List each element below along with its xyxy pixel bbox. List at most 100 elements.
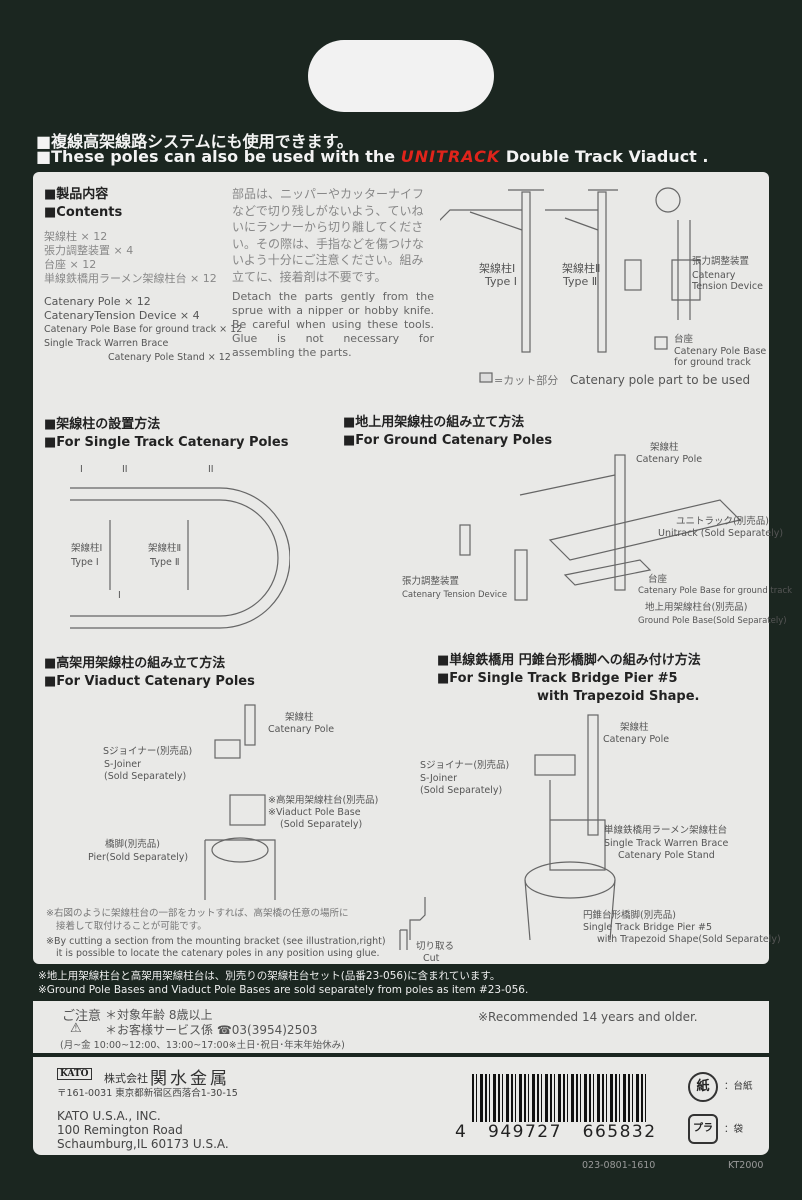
type2-label-en: Type Ⅱ: [150, 557, 180, 568]
us-address: Schaumburg,IL 60173 U.S.A.: [57, 1137, 229, 1151]
pier-label-en: with Trapezoid Shape(Sold Separately): [597, 934, 781, 945]
base-label-en: Catenary Pole Base for ground track: [638, 586, 793, 596]
cut-note-jp: ※右図のように架線柱台の一部をカットすれば、高架橋の任意の場所に: [46, 908, 349, 919]
instructions-en: Detach the parts gently from the sprue w…: [232, 290, 434, 359]
bridge-title-jp: ■単線鉄橋用 円錐台形橋脚への組み付け方法: [437, 653, 701, 668]
type2-label-en: Type Ⅱ: [563, 275, 598, 288]
pier-label-jp: 円錐台形橋脚(別売品): [583, 910, 676, 921]
model-code: KT2000: [728, 1160, 764, 1171]
cut-illustration: [399, 897, 426, 950]
item-jp: 単線鉄橋用ラーメン架線柱台 × 12: [44, 272, 217, 285]
paper-recycle-label: ：台紙: [724, 1081, 753, 1092]
base-label-jp: 台座: [648, 574, 668, 585]
contents-title-jp: ■製品内容: [44, 187, 109, 202]
pier-label-en: Pier(Sold Separately): [88, 852, 189, 863]
us-address: 100 Remington Road: [57, 1123, 183, 1137]
caution-panel: [33, 1001, 769, 1053]
bridge-title-en: with Trapezoid Shape.: [537, 689, 700, 704]
viaduct-title-en: ■For Viaduct Catenary Poles: [44, 674, 255, 689]
header-jp: ■複線高架線路システムにも使用できます。: [36, 132, 354, 151]
type1-label-jp: 架線柱Ⅰ: [71, 543, 103, 554]
company-name-jp: 関水金属: [150, 1069, 230, 1089]
item-jp: 台座 × 12: [44, 258, 97, 271]
cut-legend-jp: =カット部分: [494, 374, 559, 387]
caution-title: ご注意: [62, 1009, 102, 1024]
pole-label-jp: 架線柱: [620, 722, 649, 733]
item-en: Catenary Pole × 12: [44, 295, 151, 308]
cut-label-jp: 切り取る: [416, 941, 455, 952]
type1-label-en: Type Ⅰ: [485, 275, 518, 288]
cut-legend-en: Catenary pole part to be used: [570, 373, 751, 387]
joiner-label-en: (Sold Separately): [420, 785, 503, 796]
ground-illustration: [459, 454, 742, 601]
viaduct-section: ■高架用架線柱の組み立て方法 ■For Viaduct Catenary Pol…: [44, 655, 255, 691]
contents-section: ■製品内容 ■Contents 架線柱 × 12 張力調整装置 × 4 台座 ×…: [44, 186, 242, 365]
item-en: Catenary Pole Base for ground track × 12: [44, 324, 243, 335]
joiner-label-jp: Sジョイナー(別売品): [103, 746, 193, 757]
tension-label-en: Catenary Tension Device: [402, 590, 508, 600]
unitrack-label-jp: ユニトラック(別売品): [676, 516, 769, 527]
pier-label-jp: 橋脚(別売品): [105, 839, 160, 850]
item-en: CatenaryTension Device × 4: [44, 309, 200, 322]
single-track-title-en: ■For Single Track Catenary Poles: [44, 435, 289, 450]
unitrack-logo: UNITRACK: [400, 147, 501, 166]
bridge-illustration: [524, 714, 616, 941]
warning-icon: ⚠: [70, 1021, 82, 1036]
cut-note-en: ※By cutting a section from the mounting …: [46, 936, 386, 947]
cut-note-en: it is possible to locate the catenary po…: [56, 948, 380, 959]
caution-service: ＊お客様サービス係 ☎03(3954)2503: [105, 1023, 318, 1037]
caution-age-en: ※Recommended 14 years and older.: [478, 1010, 698, 1024]
product-code: 023-0801-1610: [582, 1160, 656, 1171]
stand-label-en: Single Track Warren Brace: [604, 838, 729, 849]
company-address-jp: 〒161-0031 東京都新宿区西落合1-30-15: [57, 1088, 238, 1099]
tension-label-jp: 張力調整装置: [692, 256, 750, 267]
item-jp: 架線柱 × 12: [44, 230, 108, 243]
joiner-label-en: S-Joiner: [104, 759, 142, 770]
caution-age: ＊対象年齢 8歳以上: [105, 1008, 213, 1022]
bridge-title-en: ■For Single Track Bridge Pier #5: [437, 671, 678, 686]
type2-label-jp: 架線柱Ⅱ: [148, 543, 182, 554]
joiner-label-en: S-Joiner: [420, 773, 458, 784]
pole-label-en: Catenary Pole: [636, 454, 703, 465]
item-jp: 張力調整装置 × 4: [44, 244, 134, 257]
pole-label-jp: 架線柱: [285, 712, 314, 723]
cut-label-en: Cut: [423, 953, 440, 964]
pole-mark: II: [122, 464, 128, 475]
caution-hours: (月~金 10:00~12:00、13:00~17:00※土日･祝日･年末年始休…: [60, 1040, 345, 1051]
paper-recycle-icon: 紙: [688, 1072, 718, 1102]
ground-title-en: ■For Ground Catenary Poles: [343, 433, 553, 448]
header-en: ■These poles can also be used with the U…: [36, 147, 709, 166]
pole-label-jp: 架線柱: [650, 442, 679, 453]
viaduct-base-label-en: ※Viaduct Pole Base: [268, 807, 361, 818]
viaduct-base-label-en: (Sold Separately): [280, 819, 363, 830]
joiner-label-en: (Sold Separately): [104, 771, 187, 782]
pole-mark: II: [208, 464, 214, 475]
item-en: Catenary Pole Stand × 12: [108, 352, 231, 363]
plastic-recycle-label: ：袋: [724, 1124, 744, 1135]
viaduct-illustration: [204, 704, 276, 900]
base-label-en: Catenary Pole Base: [674, 346, 767, 357]
barcode-digits: 4 949727 665832: [453, 1122, 659, 1142]
pole-label-en: Catenary Pole: [268, 724, 335, 735]
parts-illustration: [440, 187, 701, 383]
type1-label-jp: 架線柱Ⅰ: [479, 262, 516, 275]
ground-section: ■地上用架線柱の組み立て方法 ■For Ground Catenary Pole…: [343, 414, 552, 450]
instructions-jp: 部品は、ニッパーやカッターナイフなどで切り残しがないよう、ていねいにランナーから…: [232, 187, 425, 284]
pole-mark: I: [80, 464, 83, 475]
ground-base-label-jp: 地上用架線柱台(別売品): [645, 602, 748, 613]
pole-label-en: Catenary Pole: [603, 734, 670, 745]
pier-label-en: Single Track Bridge Pier #5: [583, 922, 713, 933]
single-track-title-jp: ■架線柱の設置方法: [44, 417, 161, 432]
single-track-layout: [70, 487, 290, 629]
stand-label-en: Catenary Pole Stand: [618, 850, 715, 861]
plastic-recycle-icon: プラ: [688, 1114, 718, 1144]
type2-label-jp: 架線柱Ⅱ: [562, 262, 601, 275]
stand-label-jp: 単線鉄橋用ラーメン架線柱台: [604, 825, 728, 836]
ground-title-jp: ■地上用架線柱の組み立て方法: [343, 415, 525, 430]
us-company-name: KATO U.S.A., INC.: [57, 1109, 161, 1123]
cut-note-jp: 接着して取付けることが可能です。: [56, 921, 207, 932]
kato-logo: KATO: [57, 1068, 92, 1080]
company-prefix: 株式会社: [104, 1072, 148, 1085]
sold-note-en: ※Ground Pole Bases and Viaduct Pole Base…: [38, 984, 529, 996]
barcode: [472, 1074, 648, 1126]
